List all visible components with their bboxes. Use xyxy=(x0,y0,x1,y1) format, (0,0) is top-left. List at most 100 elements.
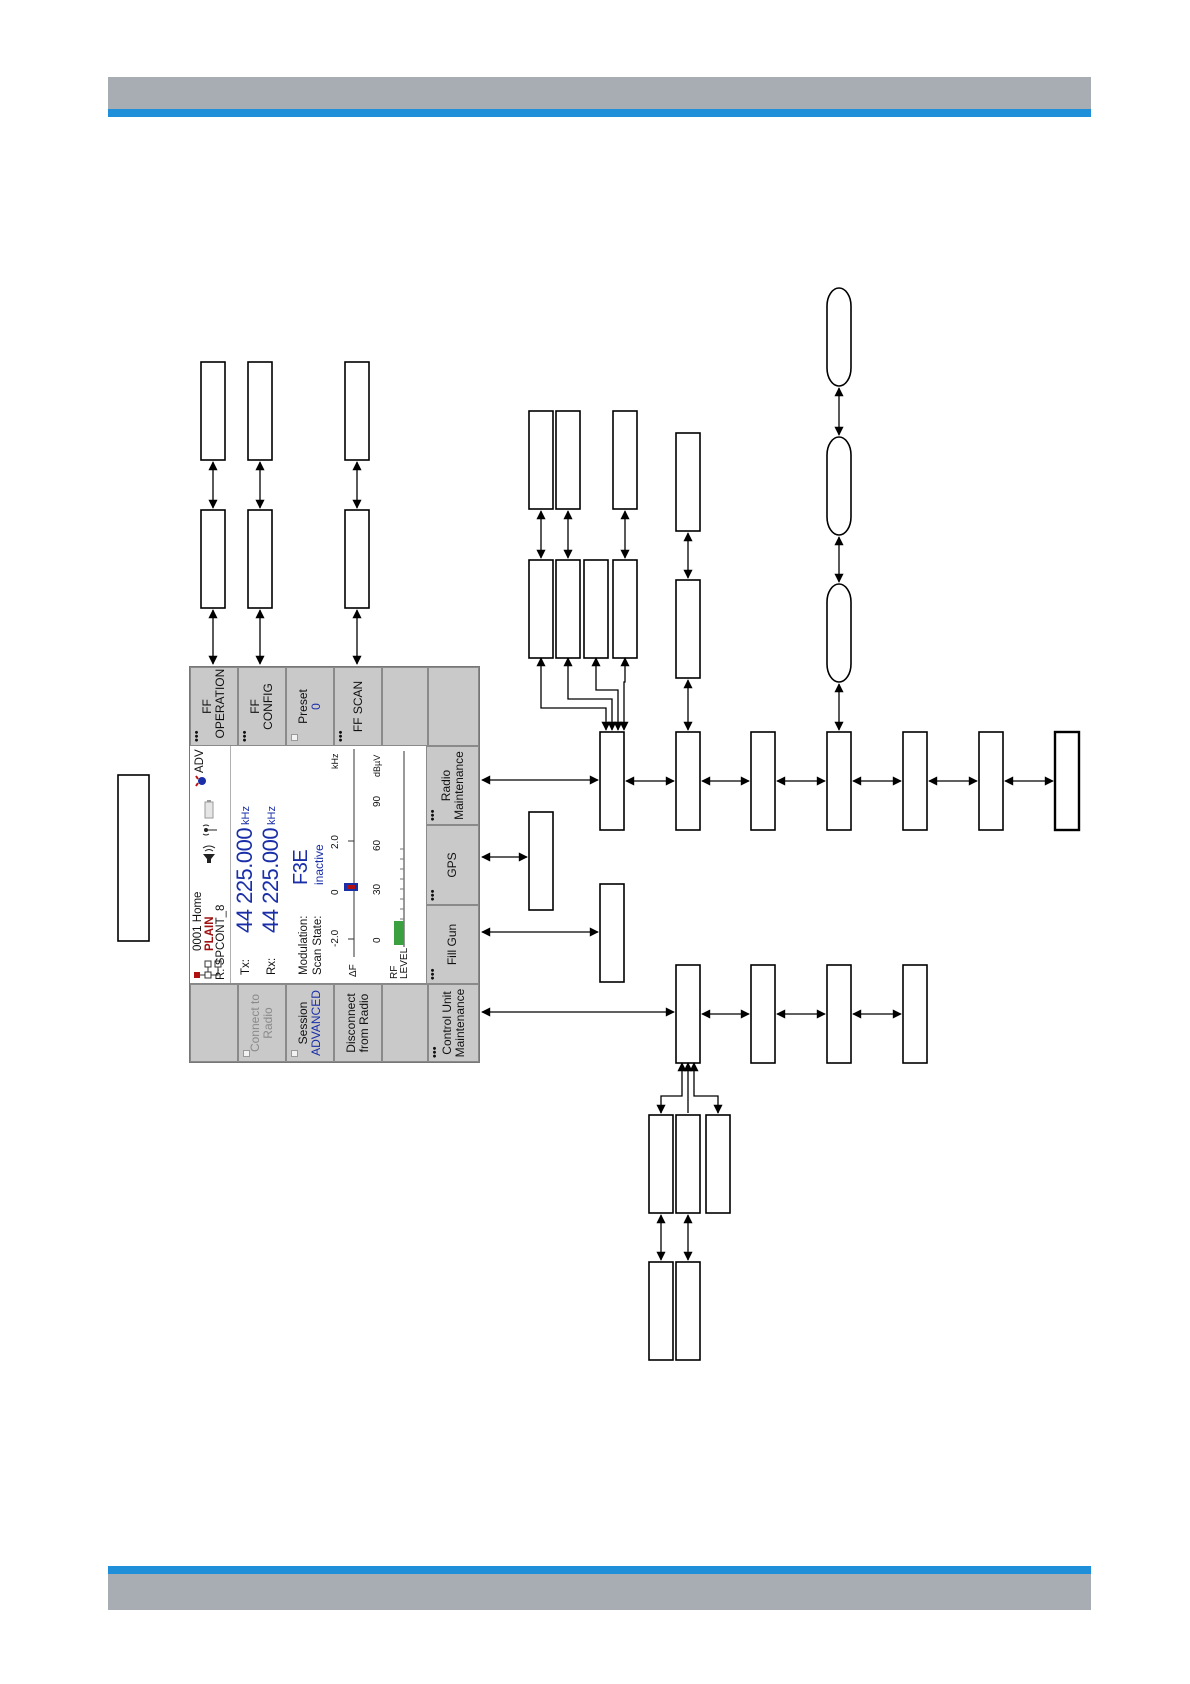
radio-maintenance-box-6 xyxy=(978,731,1004,831)
control-unit-box-1 xyxy=(675,964,701,1064)
ff-scan-box-2 xyxy=(344,361,370,461)
connect-to-radio-label: Connect to Radio xyxy=(248,993,275,1053)
radio-maintenance-label: Radio Maintenance xyxy=(438,751,466,820)
preset-value: 0 xyxy=(309,703,323,710)
submenu-dots-icon: ••• xyxy=(239,730,251,742)
ff-scan-button[interactable]: •••FF SCAN xyxy=(334,667,382,746)
radio-oval-1 xyxy=(826,583,852,683)
ff-config-box-2 xyxy=(247,361,273,461)
rx-frequency: 44 225.000 xyxy=(258,827,283,933)
rf-tick-90: 90 xyxy=(372,795,383,807)
adv-indicator: ADV xyxy=(194,749,206,773)
checkbox-indicator xyxy=(243,1050,250,1057)
footer-band xyxy=(108,1574,1091,1610)
modulation-label: Modulation: xyxy=(298,915,310,975)
ff-operation-button[interactable]: •••FF OPERATION xyxy=(190,667,238,746)
control-sub-b-2 xyxy=(675,1261,701,1361)
softkey-right-5[interactable] xyxy=(382,667,428,746)
gps-label: GPS xyxy=(445,852,459,878)
fill-gun-button[interactable]: ••• Fill Gun xyxy=(426,905,479,984)
connect-to-radio-button[interactable]: Connect to Radio xyxy=(238,984,286,1062)
control-unit-box-4 xyxy=(902,964,928,1064)
radio-maintenance-button[interactable]: •••Radio Maintenance xyxy=(426,746,479,825)
radio-maintenance-box-5 xyxy=(902,731,928,831)
softkey-right-6[interactable] xyxy=(428,667,479,746)
connector-arrow xyxy=(619,658,629,731)
radio-oval-2 xyxy=(826,436,852,536)
submenu-dots-icon: ••• xyxy=(429,1046,441,1058)
status-pane: 0001 Home PLAIN R: SPCONT_8 ADV Tx: xyxy=(190,744,426,984)
radio-sub-b-2 xyxy=(555,410,581,510)
submenu-dots-icon: ••• xyxy=(335,730,347,742)
session-value: ADVANCED xyxy=(309,990,323,1056)
legend-box xyxy=(117,774,150,942)
radio-maintenance-box-2 xyxy=(675,731,701,831)
ff-scan-box-1 xyxy=(344,509,370,609)
control-unit-box-3 xyxy=(826,964,852,1064)
control-sub-c-1 xyxy=(705,1114,731,1214)
softkey-left-5[interactable] xyxy=(382,984,428,1062)
df-meter xyxy=(344,749,358,957)
modulation-value: F3E xyxy=(290,849,312,885)
gps-box xyxy=(528,811,554,911)
antenna-icon xyxy=(202,824,217,836)
ff-scan-label: FF SCAN xyxy=(350,680,365,733)
disconnect-label: Disconnect from Radio xyxy=(344,993,371,1053)
checkbox-indicator xyxy=(291,734,298,741)
submenu-dots-icon: ••• xyxy=(191,730,203,742)
radio-maintenance-box-1 xyxy=(599,731,625,831)
rf-unit: dBµV xyxy=(372,754,382,777)
rf-tick-60: 60 xyxy=(372,839,383,851)
ff-operation-label: FF OPERATION xyxy=(200,668,227,739)
control-sub-a-1 xyxy=(648,1114,674,1214)
connector-arrow xyxy=(595,658,623,731)
submenu-dots-icon: ••• xyxy=(427,889,439,901)
tx-frequency: 44 225.000 xyxy=(232,827,257,933)
radio-maintenance-box-7 xyxy=(1053,730,1081,832)
radio-sub-a-2 xyxy=(528,410,554,510)
rf-level-meter xyxy=(394,751,405,947)
rx-unit: kHz xyxy=(266,806,278,825)
rf-level-label: RF LEVEL xyxy=(389,947,410,979)
connector-arrow xyxy=(660,1062,687,1113)
header-divider xyxy=(230,745,231,983)
radio-oval-3 xyxy=(826,287,852,387)
submenu-dots-icon: ••• xyxy=(427,968,439,980)
ff-config-button[interactable]: •••FF CONFIG xyxy=(238,667,286,746)
radio-sub-b-1 xyxy=(555,559,581,659)
checkbox-indicator xyxy=(291,1050,298,1057)
scan-state-value: inactive xyxy=(312,844,326,885)
radio-name: R: SPCONT_8 xyxy=(215,904,227,980)
rf-tick-30: 30 xyxy=(372,883,383,895)
control-unit-maintenance-button[interactable]: •••Control Unit Maintenance xyxy=(428,984,479,1062)
footer-stripe xyxy=(108,1566,1091,1574)
df-unit: kHz xyxy=(330,753,340,770)
control-unit-maintenance-label: Control Unit Maintenance xyxy=(439,988,467,1058)
battery-icon xyxy=(204,800,214,819)
connector-arrow xyxy=(540,658,611,731)
tx-label: Tx: xyxy=(240,959,252,975)
fill-gun-box xyxy=(599,883,625,983)
network-tree-icon xyxy=(194,960,222,979)
preset-name: 0001 Home xyxy=(192,891,204,951)
radio-sub-c-1 xyxy=(583,559,609,659)
gps-button[interactable]: ••• GPS xyxy=(426,825,479,905)
disconnect-from-radio-button[interactable]: Disconnect from Radio xyxy=(334,984,382,1062)
radio-sub-d-2 xyxy=(612,410,638,510)
rf-tick-0: 0 xyxy=(372,937,383,943)
softkey-left-1[interactable] xyxy=(190,984,238,1062)
submenu-dots-icon: ••• xyxy=(427,809,439,821)
radio-sub-a-1 xyxy=(528,559,554,659)
scan-state-label: Scan State: xyxy=(312,915,324,975)
connector-arrow xyxy=(689,1062,719,1113)
df-label: ΔF xyxy=(348,964,359,977)
fill-gun-label: Fill Gun xyxy=(445,923,459,966)
tx-unit: kHz xyxy=(240,806,252,825)
rx-label: Rx: xyxy=(266,957,278,975)
